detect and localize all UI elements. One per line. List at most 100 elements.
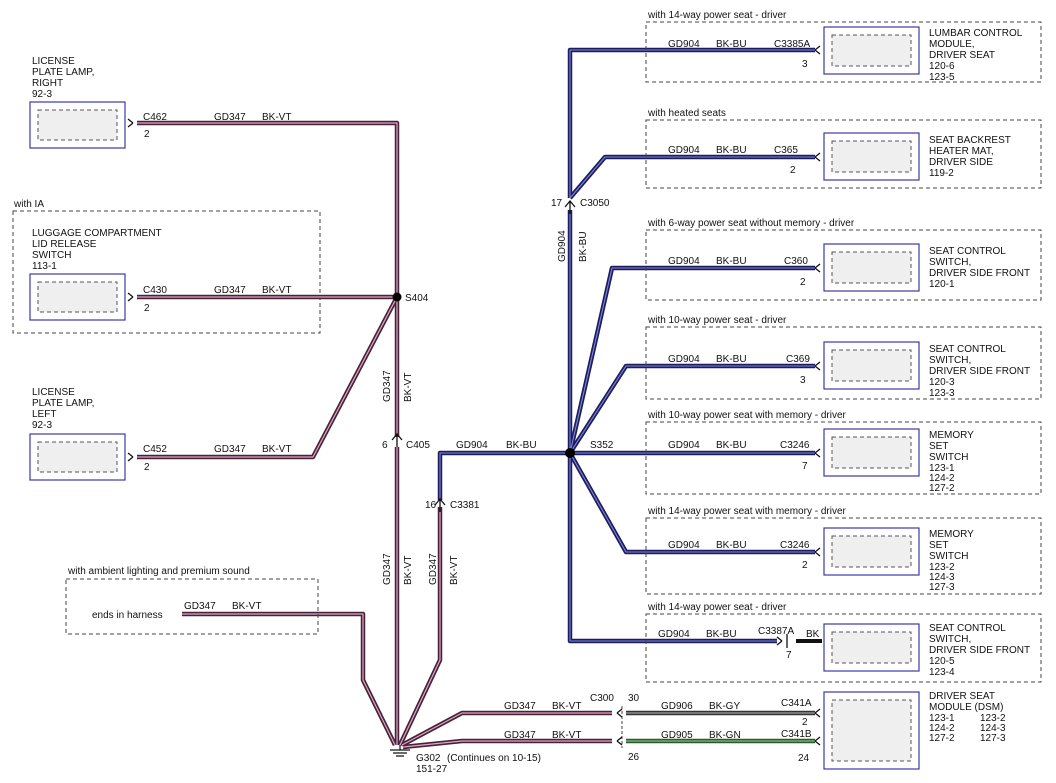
option-label: with 6-way power seat without memory - d…	[647, 218, 855, 229]
circuit-label: GD906	[661, 701, 693, 712]
pin-number: 24	[798, 753, 810, 764]
wire-color-label: BK-BU	[578, 231, 589, 262]
circuit-label: GD347	[382, 370, 393, 402]
wire-color-label: BK-VT	[262, 285, 291, 296]
pin-arrow-icon	[814, 708, 821, 746]
pin-arrow-icon	[814, 448, 821, 458]
circuit-label: GD347	[504, 730, 536, 741]
option-frame	[12, 210, 321, 334]
circuit-label: GD347	[214, 444, 246, 455]
option-label: with 14-way power seat - driver	[647, 10, 787, 21]
bk-vt-wires	[137, 120, 612, 750]
pin-arrow-icon	[814, 547, 821, 557]
ground-icon	[390, 745, 410, 757]
component-inner	[37, 109, 118, 141]
pin-arrow-icon	[814, 152, 821, 162]
component-ref: 124-3	[929, 572, 955, 583]
connector-c3050: 17 C3050	[551, 198, 610, 214]
option-label: with heated seats	[647, 108, 726, 119]
component-ref: 120-3	[929, 377, 955, 388]
component-label: MODULE,	[929, 39, 975, 50]
wire-color-label: BK-BU	[716, 145, 747, 156]
connector-label: C3387A	[758, 626, 794, 637]
pin-number: 2	[802, 717, 808, 728]
lumbar-control-module: with 14-way power seat - driver GD904 BK…	[645, 10, 1042, 83]
wire-color-label: BK-BU	[716, 540, 747, 551]
component-label: DRIVER SEAT	[929, 50, 995, 61]
component-inner	[831, 251, 912, 284]
component-inner	[831, 436, 912, 469]
wire-color-label: BK	[806, 629, 820, 640]
pin-number: 3	[802, 59, 808, 70]
pin-number: 17	[551, 198, 563, 209]
wire-color-label: BK-BU	[706, 629, 737, 640]
circuit-label: GD904	[668, 440, 700, 451]
component-ref: 124-3	[980, 723, 1006, 734]
component-label: LEFT	[32, 409, 56, 420]
wire-color-label: BK-BU	[716, 354, 747, 365]
splice-s352: S352	[565, 440, 614, 458]
option-label: with 14-way power seat with memory - dri…	[647, 506, 847, 517]
circuit-label: GD347	[184, 601, 216, 612]
wire-color-label: BK-VT	[403, 373, 414, 402]
circuit-label: GD347	[214, 285, 246, 296]
circuit-label: GD904	[668, 354, 700, 365]
component-label: MEMORY	[929, 430, 974, 441]
option-label: with 10-way power seat - driver	[647, 315, 787, 326]
ground-ref: 151-27	[416, 764, 448, 775]
option-frame	[65, 578, 319, 635]
component-inner	[831, 631, 912, 664]
component-ref: 124-2	[929, 723, 955, 734]
circuit-label: GD904	[557, 230, 568, 262]
connector-arrow-icon	[434, 497, 446, 512]
pin-number: 2	[144, 462, 150, 473]
luggage-compartment-switch: with IA LUGGAGE COMPARTMENT LID RELEASE …	[12, 199, 321, 334]
wire-color-label: BK-VT	[262, 112, 291, 123]
pin-number: 30	[628, 693, 640, 704]
component-label: SWITCH,	[929, 257, 971, 268]
seat-control-switch-6way: with 6-way power seat without memory - d…	[645, 218, 1042, 301]
driver-seat-module: GD347 BK-VT GD347 BK-VT C300 30 26 GD906…	[504, 691, 1006, 770]
circuit-label: GD347	[214, 112, 246, 123]
component-label: SEAT CONTROL	[929, 246, 1006, 257]
wire-color-label: BK-GY	[709, 701, 740, 712]
option-label: with ambient lighting and premium sound	[67, 566, 250, 577]
wire-color-label: BK-BU	[506, 440, 537, 451]
connector-label: C3246	[780, 440, 810, 451]
component-ref: 123-1	[929, 463, 955, 474]
splice-dot	[565, 448, 575, 458]
component-label: SWITCH	[929, 452, 968, 463]
component-label: LICENSE	[32, 387, 75, 398]
component-inner	[831, 699, 912, 762]
component-ref: 123-2	[980, 713, 1006, 724]
license-plate-lamp-right: LICENSE PLATE LAMP, RIGHT 92-3 C462 2	[29, 56, 167, 149]
component-label: SWITCH,	[929, 355, 971, 366]
component-label: LUMBAR CONTROL	[929, 28, 1023, 39]
wire-color-label: BK-VT	[232, 601, 261, 612]
pin-number: 26	[628, 752, 640, 763]
circuit-label: GD904	[658, 629, 690, 640]
component-label: SWITCH	[32, 250, 71, 261]
pin-arrow-icon	[127, 118, 134, 128]
component-label: MODULE (DSM)	[929, 702, 1003, 713]
wire-c452	[137, 295, 399, 460]
component-ref: 127-2	[929, 733, 955, 744]
connector-label: C360	[784, 256, 808, 267]
component-ref: 92-3	[32, 89, 52, 100]
component-label: PLATE LAMP,	[32, 398, 94, 409]
seat-control-switch-14way: with 14-way power seat - driver GD904 BK…	[645, 602, 1042, 683]
pin-number: 7	[802, 461, 808, 472]
connector-label: C462	[143, 112, 167, 123]
connector-label: C452	[143, 444, 167, 455]
ambient-lighting-option: with ambient lighting and premium sound …	[65, 566, 319, 635]
wire-c462	[137, 120, 400, 297]
circuit-label: GD347	[428, 553, 439, 585]
circuit-label: GD347	[382, 553, 393, 585]
component-label: SWITCH	[929, 551, 968, 562]
component-ref: 123-3	[929, 388, 955, 399]
wire-color-label: BK-VT	[552, 730, 581, 741]
circuit-label: GD904	[668, 39, 700, 50]
left-wire-labels: GD347 BK-VT GD347 BK-VT GD347 BK-VT GD34…	[214, 112, 460, 585]
pin-arrow-icon	[814, 263, 821, 273]
connector-label: C3050	[580, 198, 610, 209]
